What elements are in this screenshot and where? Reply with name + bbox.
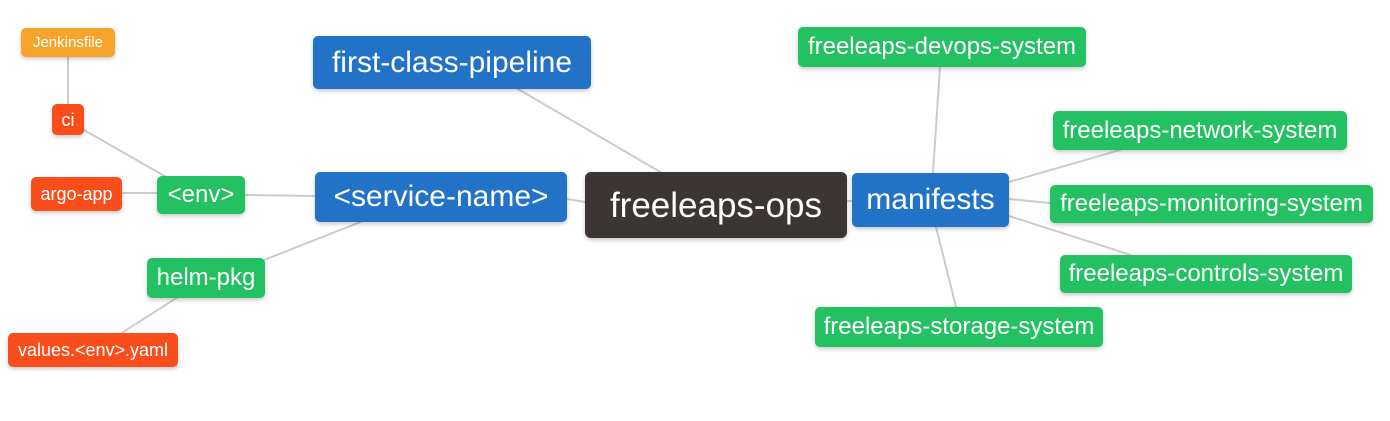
node-helm-pkg[interactable]: helm-pkg (147, 258, 265, 298)
edge-service-name-helm-pkg (263, 220, 364, 261)
node-manifests[interactable]: manifests (852, 173, 1009, 227)
node-values-env-yaml[interactable]: values.<env>.yaml (8, 333, 178, 367)
node-service-name[interactable]: <service-name> (315, 172, 567, 222)
edge-manifests-devops-system (932, 66, 941, 174)
edge-env-service-name (244, 194, 316, 197)
node-freeleaps-monitoring-system[interactable]: freeleaps-monitoring-system (1050, 185, 1373, 223)
edge-manifests-network-system (1008, 149, 1121, 183)
node-argo-app[interactable]: argo-app (31, 177, 122, 211)
edge-manifests-storage-system (935, 226, 957, 308)
edge-ci-env (83, 129, 169, 179)
node-jenkinsfile[interactable]: Jenkinsfile (21, 28, 115, 57)
edge-first-class-pipeline-ops (517, 88, 663, 174)
edge-helm-pkg-values-env-yaml (119, 296, 179, 335)
node-freeleaps-ops[interactable]: freeleaps-ops (585, 172, 847, 238)
edge-service-name-ops (566, 198, 586, 203)
node-ci[interactable]: ci (52, 104, 84, 135)
node-freeleaps-controls-system[interactable]: freeleaps-controls-system (1060, 255, 1352, 293)
node-freeleaps-storage-system[interactable]: freeleaps-storage-system (815, 307, 1103, 347)
node-freeleaps-network-system[interactable]: freeleaps-network-system (1053, 111, 1347, 150)
edge-manifests-controls-system (1008, 215, 1132, 256)
node-freeleaps-devops-system[interactable]: freeleaps-devops-system (798, 27, 1086, 67)
edge-manifests-monitoring-system (1008, 198, 1051, 204)
node-first-class-pipeline[interactable]: first-class-pipeline (313, 36, 591, 89)
node-env[interactable]: <env> (157, 176, 245, 214)
